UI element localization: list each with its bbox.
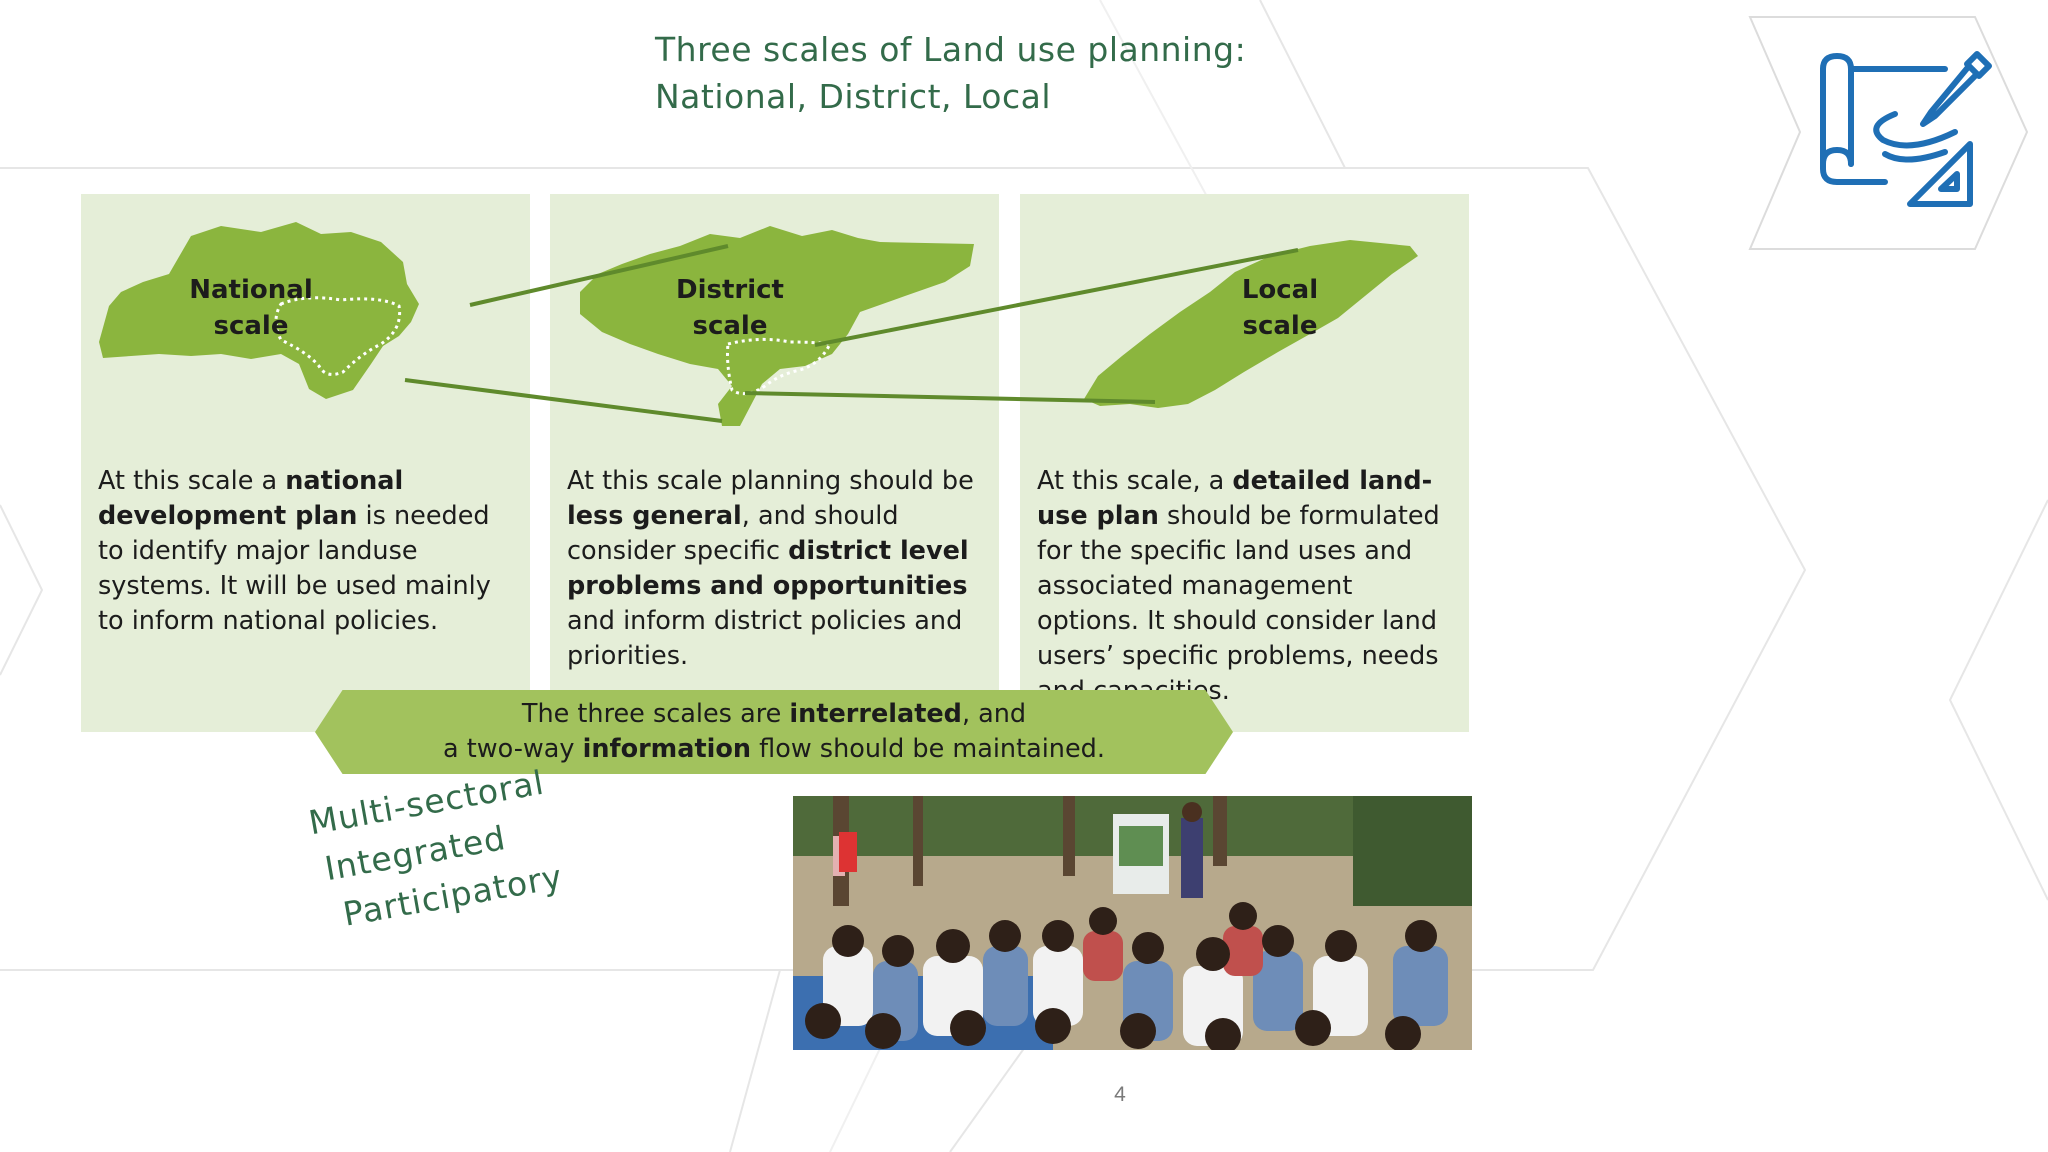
title-line-2: National, District, Local: [655, 77, 1052, 116]
panel-district: District scale At this scale planning sh…: [550, 194, 999, 732]
community-meeting-photo: [793, 796, 1472, 1050]
blueprint-pencil-ruler-icon: [1820, 51, 1992, 207]
interrelated-banner: The three scales are interrelated, and a…: [315, 690, 1233, 774]
local-description: At this scale, a detailed land-use plan …: [1037, 466, 1440, 706]
national-description: At this scale a national development pla…: [98, 466, 491, 636]
national-scale-label: National scale: [189, 275, 313, 341]
national-map-shape: [99, 222, 419, 399]
local-scale-label: Local scale: [1241, 275, 1319, 341]
panel-local: Local scale At this scale, a detailed la…: [1020, 194, 1469, 732]
blueprint-icon-badge: [1745, 14, 2030, 252]
banner-line-1: The three scales are interrelated, and: [521, 699, 1027, 729]
banner-line-2: a two-way information flow should be mai…: [443, 734, 1105, 764]
district-description: At this scale planning should be less ge…: [567, 466, 974, 671]
slide-title: Three scales of Land use planning: Natio…: [655, 26, 1355, 120]
title-line-1: Three scales of Land use planning:: [655, 30, 1247, 69]
panel-national: National scale At this scale a national …: [81, 194, 530, 732]
page-number: 4: [1114, 1083, 1126, 1106]
district-scale-label: District scale: [676, 275, 784, 341]
